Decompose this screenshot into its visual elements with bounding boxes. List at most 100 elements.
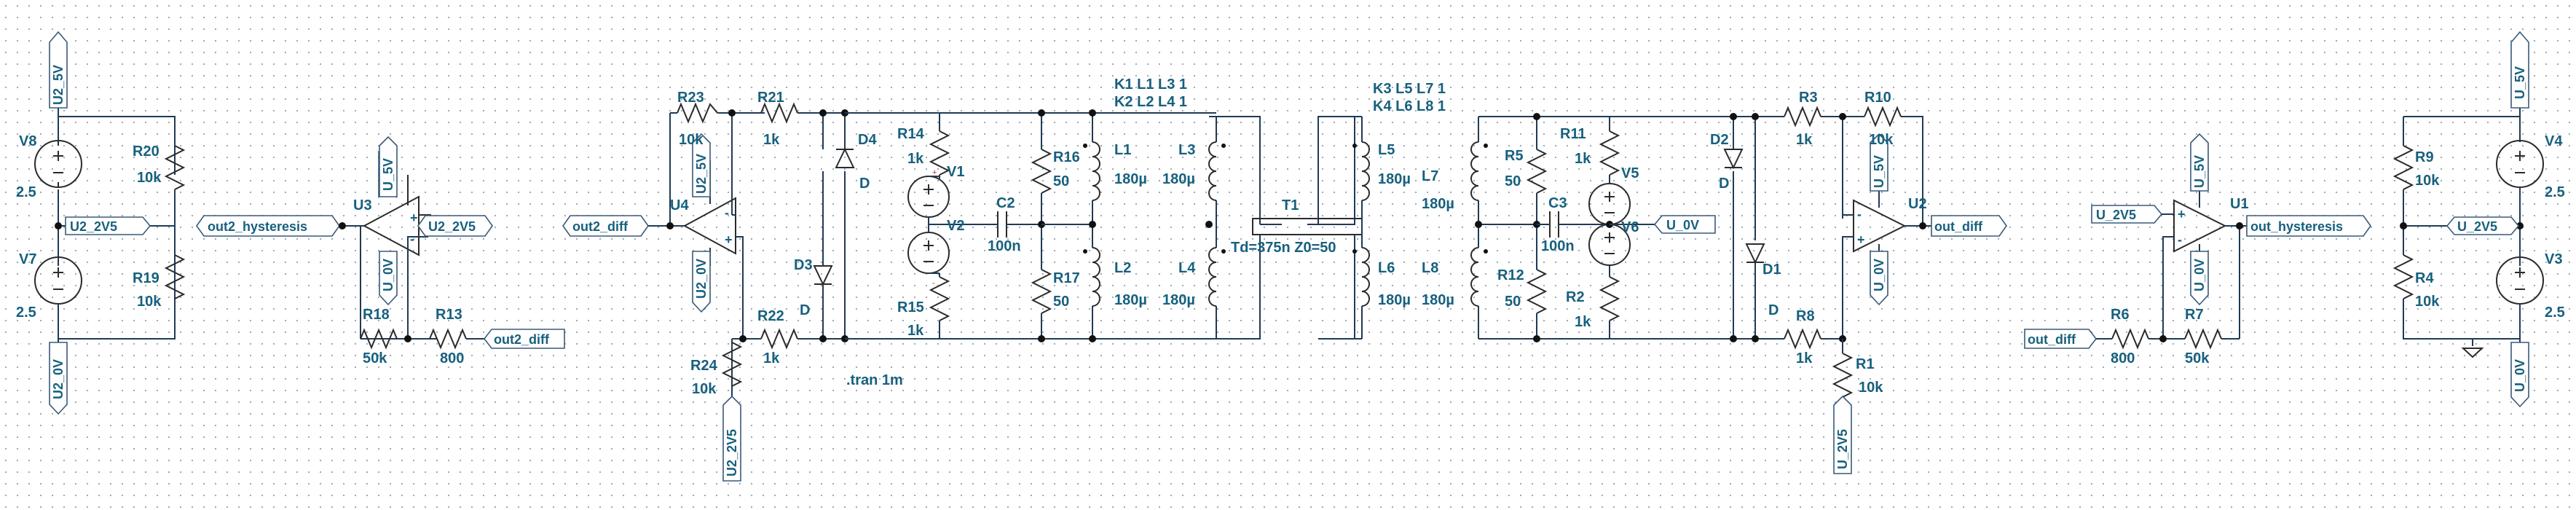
resistor-r10[interactable] [1864, 106, 1902, 128]
resistor-r22[interactable] [760, 328, 798, 350]
svg-text:R6: R6 [2111, 307, 2130, 323]
resistor-r24[interactable] [721, 342, 743, 387]
capacitor-c3[interactable] [1549, 211, 1559, 238]
resistor-r4[interactable] [2392, 254, 2414, 299]
voltage-source-v1[interactable] [907, 176, 950, 218]
net-flag-u-0v-u1: U_0V [2190, 251, 2209, 306]
inductor-l3[interactable] [1208, 141, 1217, 201]
resistor-r5[interactable] [1526, 149, 1548, 194]
resistor-r20[interactable] [164, 145, 186, 190]
svg-text:D2: D2 [1710, 132, 1729, 148]
svg-text:U_0V: U_0V [2513, 359, 2527, 392]
inductor-l2[interactable] [1092, 247, 1100, 307]
supply-block-right: U_5V U_2V5 U_0V R9 10k R4 10k V4 2.5 V3 … [2392, 31, 2565, 408]
voltage-source-v8[interactable] [34, 140, 82, 188]
svg-text:D: D [1719, 176, 1729, 192]
inductor-l4[interactable] [1208, 247, 1217, 307]
net-flag-u-5v-u2: U_5V [1870, 133, 1888, 192]
voltage-source-v5[interactable] [1588, 183, 1631, 225]
svg-text:U_0V: U_0V [1872, 259, 1886, 291]
svg-text:L3: L3 [1178, 142, 1195, 158]
inductor-l1[interactable] [1092, 141, 1100, 201]
voltage-source-v2[interactable] [907, 232, 950, 274]
svg-text:D4: D4 [858, 132, 877, 148]
svg-text:100n: 100n [988, 238, 1021, 254]
resistor-r15[interactable] [929, 276, 950, 321]
resistor-r9[interactable] [2392, 145, 2414, 190]
svg-text:800: 800 [440, 350, 464, 366]
svg-text:U_0V: U_0V [381, 259, 395, 291]
svg-text:50: 50 [1505, 173, 1521, 189]
resistor-r12[interactable] [1526, 269, 1548, 314]
svg-text:U2_2V5: U2_2V5 [428, 219, 476, 234]
svg-text:D: D [859, 176, 870, 192]
svg-text:R7: R7 [2185, 307, 2204, 323]
svg-text:10k: 10k [1859, 380, 1883, 396]
resistor-r2[interactable] [1599, 276, 1620, 321]
supply-block-left: U2_5V U2_2V5 U2_0V V8 2.5 V7 2.5 R20 10k… [16, 31, 186, 415]
net-flag-u2-2v5-u4: U2_2V5 [722, 395, 741, 482]
svg-text:D1: D1 [1762, 262, 1781, 278]
net-flag-u-2v5-u1: U_2V5 [2091, 205, 2163, 224]
net-flag-u-0v-u2: U_0V [1870, 251, 1888, 306]
resistor-r3[interactable] [1784, 106, 1821, 128]
resistor-r11[interactable] [1599, 130, 1620, 176]
svg-text:U3: U3 [353, 197, 372, 213]
opamp-u4[interactable] [682, 197, 736, 255]
svg-text:V1: V1 [947, 164, 964, 180]
svg-text:R17: R17 [1053, 270, 1080, 286]
diode-d1[interactable] [1745, 243, 1765, 264]
coupling-directive-k1: K1 L1 L3 1 [1114, 76, 1187, 93]
resistor-r13[interactable] [429, 328, 467, 350]
resistor-r21[interactable] [760, 102, 798, 124]
opamp-u2[interactable] [1853, 199, 1907, 253]
svg-text:-: - [725, 205, 729, 220]
svg-text:R3: R3 [1799, 90, 1818, 106]
resistor-r17[interactable] [1031, 269, 1052, 314]
svg-text:50: 50 [1505, 294, 1521, 310]
coupling-directive-k4: K4 L6 L8 1 [1373, 98, 1446, 114]
svg-text:50k: 50k [363, 350, 387, 366]
diode-d4[interactable] [835, 147, 855, 168]
resistor-r16[interactable] [1031, 149, 1052, 194]
net-flag-u2-0v-left: U2_0V [49, 342, 68, 415]
svg-text:U_5V: U_5V [2513, 66, 2527, 99]
net-flag-u-2v5-right: U_2V5 [2446, 216, 2520, 235]
inductor-l6[interactable] [1361, 247, 1370, 307]
svg-text:1k: 1k [907, 151, 924, 167]
resistor-r14[interactable] [929, 130, 950, 176]
ground-symbol [2461, 348, 2484, 358]
net-flag-out-hysteresis: out_hysteresis [2246, 215, 2371, 237]
capacitor-c2[interactable] [997, 211, 1007, 238]
resistor-r18[interactable] [360, 328, 398, 350]
svg-text:U2_2V5: U2_2V5 [70, 219, 117, 234]
inductor-l5[interactable] [1361, 141, 1370, 201]
resistor-r7[interactable] [2184, 328, 2222, 350]
svg-text:U_5V: U_5V [381, 158, 395, 191]
svg-text:-: - [2178, 232, 2182, 247]
svg-text:2.5: 2.5 [2545, 184, 2565, 200]
voltage-source-v4[interactable] [2496, 140, 2544, 188]
diode-d2[interactable] [1723, 149, 1744, 170]
svg-text:1k: 1k [1575, 151, 1591, 167]
svg-text:V7: V7 [19, 251, 36, 267]
net-flag-out2-diff-u4 [562, 215, 649, 237]
resistor-r1[interactable] [1832, 353, 1854, 398]
svg-text:10k: 10k [1869, 132, 1894, 148]
resistor-r8[interactable] [1784, 328, 1821, 350]
resistor-r23[interactable] [677, 102, 718, 124]
svg-text:10k: 10k [137, 294, 162, 310]
opamp-u3[interactable] [362, 195, 420, 256]
transmission-line-t1[interactable]: T1 Td=375n Z0=50 [1231, 116, 1363, 339]
opamp-u1[interactable] [2173, 199, 2227, 253]
resistor-r19[interactable] [164, 254, 186, 299]
inductor-l7[interactable] [1470, 141, 1479, 201]
net-flag-u-5v-right: U_5V [2510, 31, 2529, 109]
svg-text:R20: R20 [133, 144, 159, 160]
diode-d3[interactable] [813, 265, 833, 286]
inductor-l8[interactable] [1470, 247, 1479, 307]
resistor-r6[interactable] [2111, 328, 2149, 350]
net-flag-u-0v-u3: U_0V [379, 251, 398, 306]
